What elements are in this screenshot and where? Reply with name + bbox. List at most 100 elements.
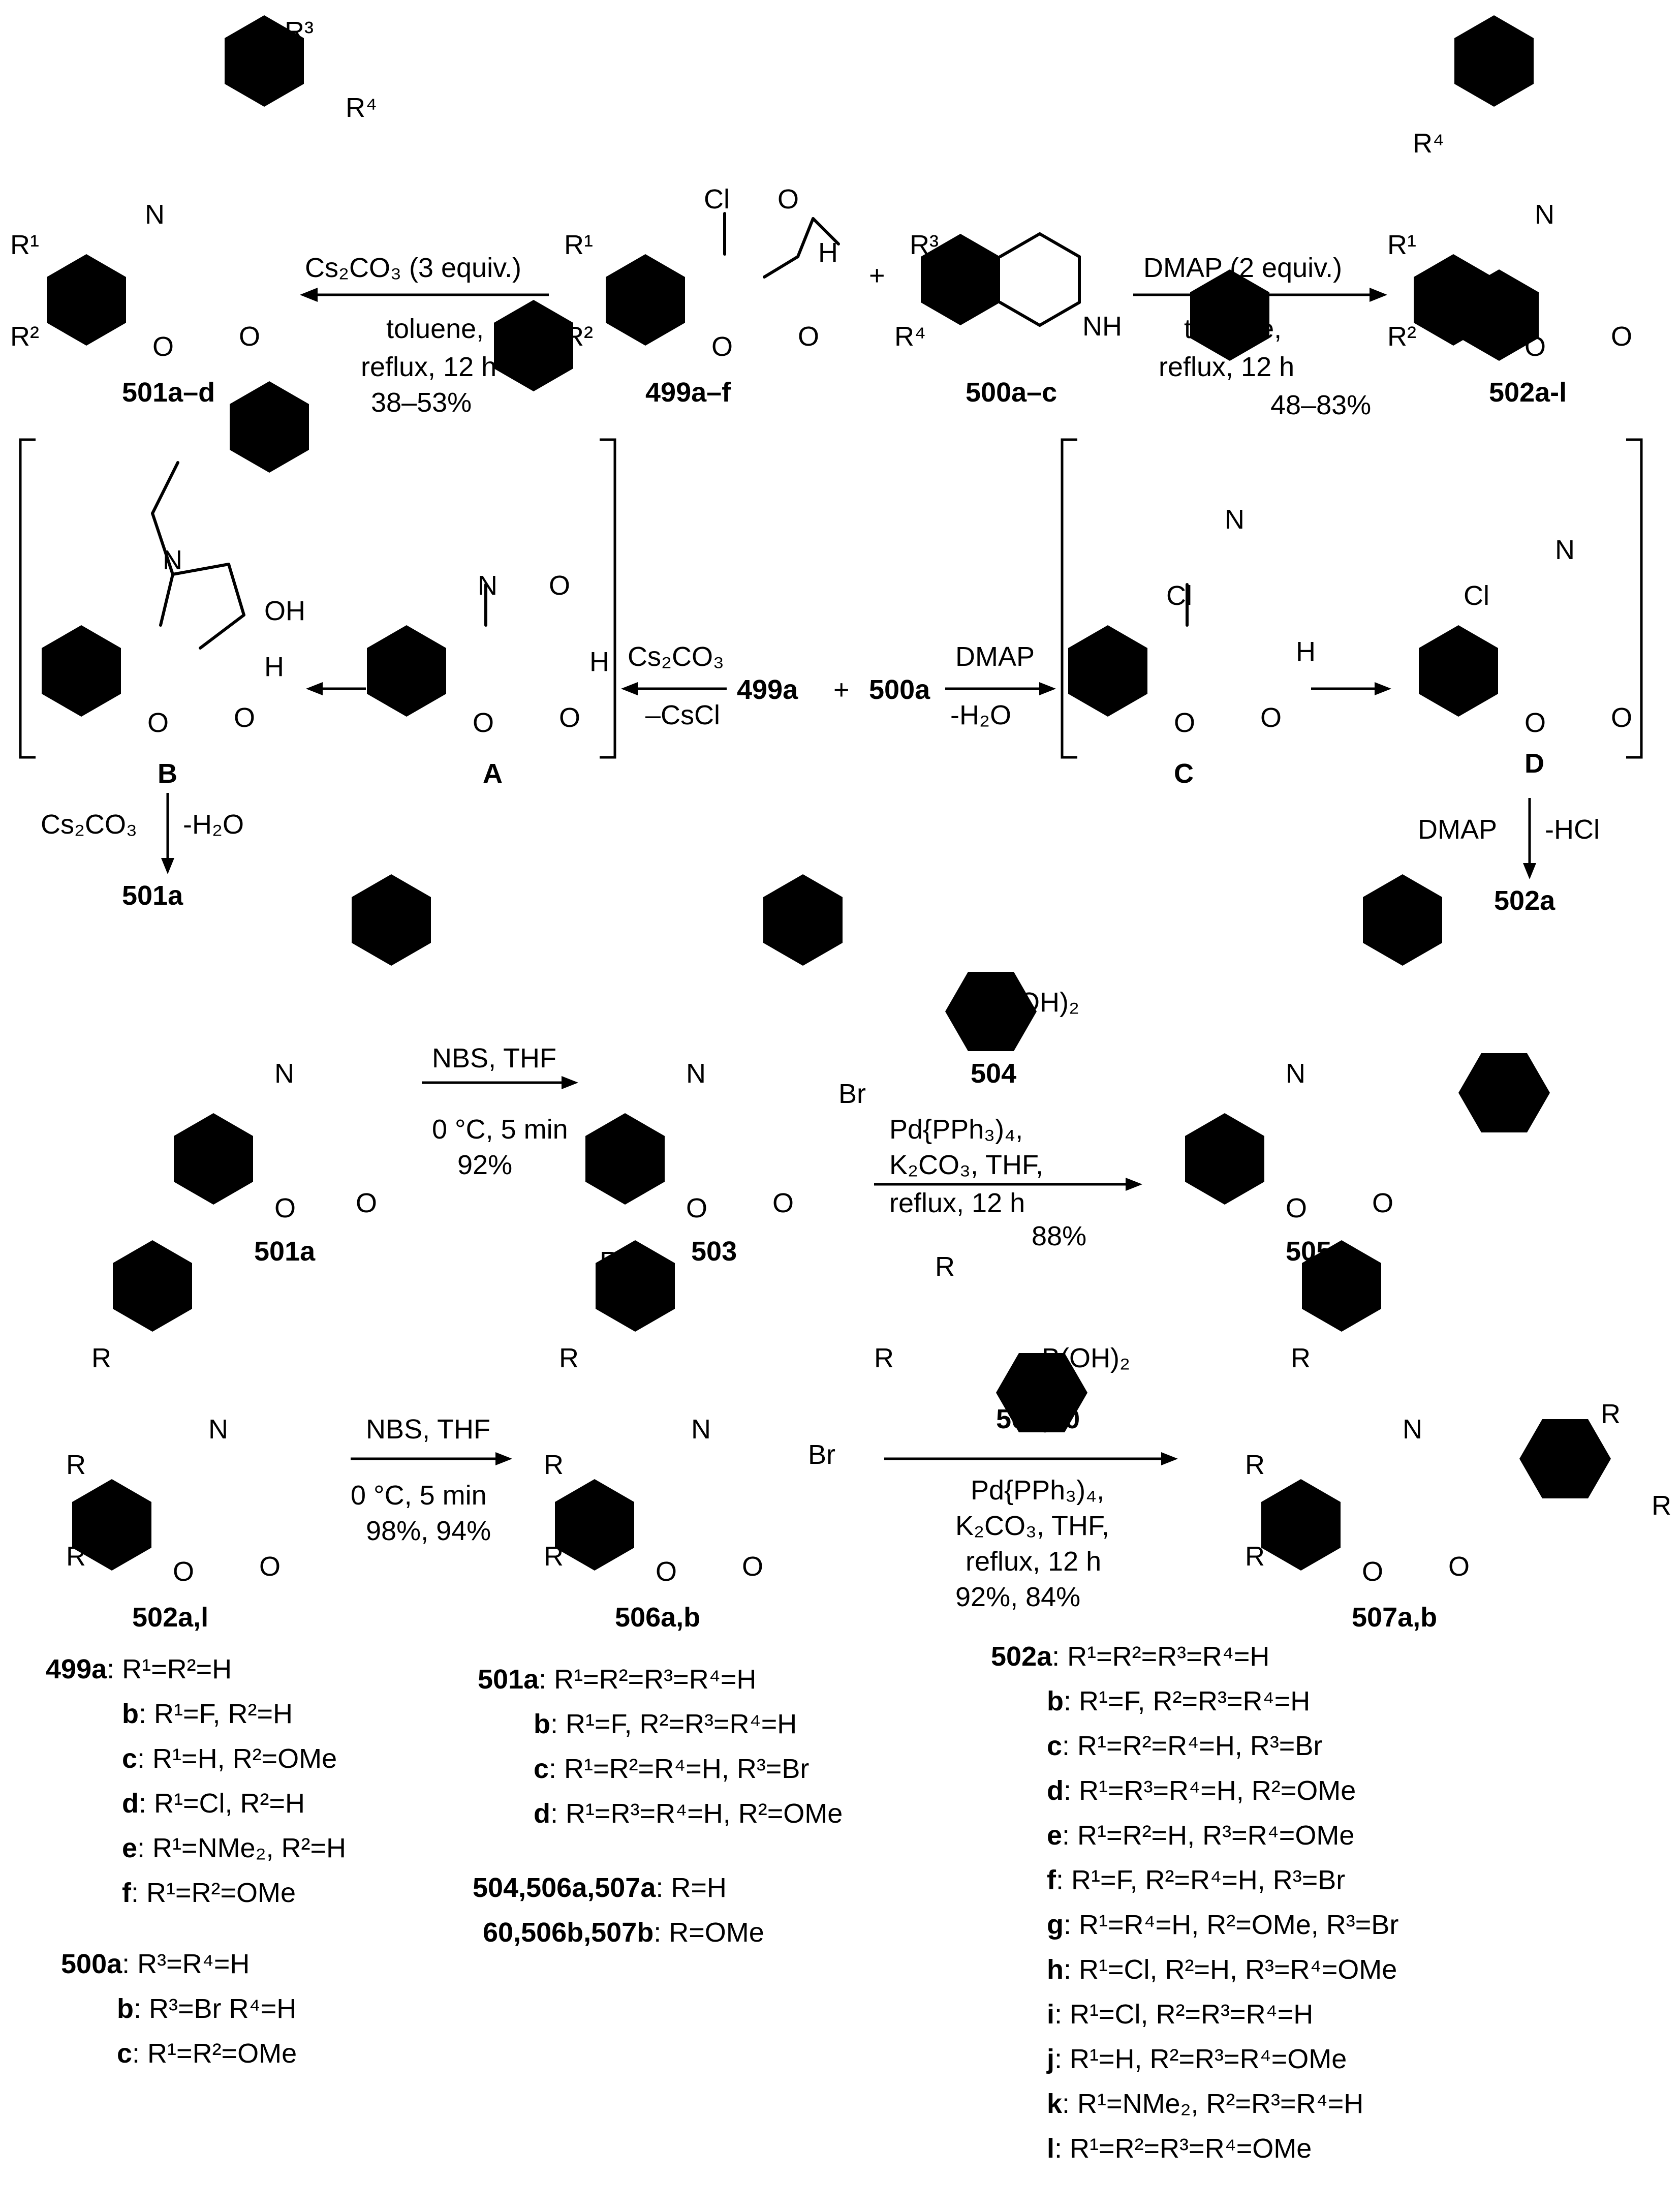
compound-B: B xyxy=(158,758,177,789)
legend-text: : R¹=F, R²=H xyxy=(139,1699,293,1729)
atom-O: O xyxy=(1286,1193,1307,1223)
cond-yield: 98%, 94% xyxy=(366,1516,491,1546)
atom-O: O xyxy=(1611,321,1632,352)
atom-O: O xyxy=(173,1556,194,1587)
legend-text: : R¹=R²=R⁴=H, R³=Br xyxy=(1062,1731,1323,1761)
atom-R: R xyxy=(1331,1251,1351,1282)
atom-O: O xyxy=(656,1556,677,1587)
cond-dmap: DMAP xyxy=(955,641,1035,672)
atom-R: R xyxy=(544,1541,564,1572)
atom-O: O xyxy=(1260,702,1282,733)
structure-500a-c xyxy=(921,232,1081,327)
compound-504: 504 xyxy=(971,1058,1016,1089)
atom-O: O xyxy=(559,702,580,733)
compound-507ab: 507a,b xyxy=(1352,1602,1437,1633)
atom-N: N xyxy=(163,545,182,575)
atom-R: R xyxy=(935,1251,955,1282)
legend-text: : R¹=R²=R³=R⁴=H xyxy=(539,1664,757,1695)
compound-D: D xyxy=(1525,748,1544,779)
atom-O: O xyxy=(772,1188,794,1218)
legend-row: b: R¹=F, R²=R³=R⁴=H xyxy=(478,1702,843,1746)
compound-501a-mech: 501a xyxy=(122,880,183,911)
legend-id: 500a xyxy=(61,1949,122,1979)
legend-row: f: R¹=F, R²=R⁴=H, R³=Br xyxy=(991,1858,1398,1902)
cond-cs2co3: Cs₂CO₃ xyxy=(628,641,724,672)
cond-dmap-2equiv: DMAP (2 equiv.) xyxy=(1143,253,1342,283)
atom-O: O xyxy=(1448,1551,1470,1582)
legend-text: : R¹=NMe₂, R²=H xyxy=(137,1833,347,1863)
legend-id: d xyxy=(122,1788,139,1819)
atom-N: N xyxy=(478,570,497,601)
structure-B xyxy=(42,381,309,717)
cond-reflux: reflux, 12 h xyxy=(361,352,496,382)
legend-text: : R¹=R²=R³=R⁴=H xyxy=(1052,1641,1270,1672)
compound-499a-f: 499a–f xyxy=(645,377,731,408)
atom-O: O xyxy=(274,1193,296,1223)
arrow-to-506 xyxy=(351,1452,512,1465)
legend-text: : R¹=NMe₂, R²=R³=R⁴=H xyxy=(1062,2089,1364,2119)
compound-501a-d: 501a–d xyxy=(122,377,215,408)
legend-text: : R³=Br R⁴=H xyxy=(134,1993,297,2024)
legend-id: b xyxy=(117,1993,134,2024)
atom-O: O xyxy=(1362,1556,1383,1587)
legend-text: : R¹=R⁴=H, R²=OMe, R³=Br xyxy=(1064,1910,1399,1940)
legend-id: e xyxy=(1047,1820,1063,1851)
atom-R4: R⁴ xyxy=(894,321,926,352)
legend-text: : R¹=F, R²=R⁴=H, R³=Br xyxy=(1055,1865,1346,1895)
legend-id: b xyxy=(1047,1686,1064,1716)
legend-row: j: R¹=H, R²=R³=R⁴=OMe xyxy=(991,2037,1398,2081)
legend-id: i xyxy=(1047,1999,1055,2030)
atom-BOH2: B(OH)₂ xyxy=(1042,1343,1130,1373)
legend-id: 499a xyxy=(46,1654,107,1684)
atom-R: R xyxy=(66,1450,86,1480)
atom-N: N xyxy=(145,199,165,230)
atom-R4: R⁴ xyxy=(346,93,377,123)
cond-nbs: NBS, THF xyxy=(366,1414,490,1445)
legend-row: b: R³=Br R⁴=H xyxy=(61,1986,297,2031)
arrow-D-to-502a xyxy=(1523,798,1536,879)
structure-501a-d xyxy=(47,15,304,346)
legend-text: : R¹=R²=H xyxy=(107,1654,232,1684)
atom-H: H xyxy=(589,647,609,677)
structure-501a-bottom xyxy=(174,874,431,1205)
legend-text: : R¹=Cl, R²=H, R³=R⁴=OMe xyxy=(1064,1954,1397,1985)
legend-id: l xyxy=(1047,2133,1055,2164)
legend-text: : R¹=R²=R⁴=H, R³=Br xyxy=(549,1754,810,1784)
legend-text: : R¹=F, R²=R³=R⁴=H xyxy=(1064,1686,1311,1716)
atom-O: O xyxy=(798,321,819,352)
atom-O: O xyxy=(742,1551,763,1582)
structure-505 xyxy=(1185,874,1550,1205)
compound-C: C xyxy=(1174,758,1194,789)
legend-id: 502a xyxy=(991,1641,1052,1672)
legend-row: 504,506a,507a: R=H xyxy=(473,1865,764,1910)
legend-text: : R¹=R²=OMe xyxy=(131,1878,296,1908)
legend-id: c xyxy=(122,1743,138,1774)
atom-H: H xyxy=(818,237,838,268)
structure-502al xyxy=(72,1240,264,1571)
legend-text: : R¹=Cl, R²=R³=R⁴=H xyxy=(1054,1999,1314,2030)
atom-Br: Br xyxy=(838,1079,866,1109)
cond-temp: 0 °C, 5 min xyxy=(432,1114,568,1145)
cond-h2o-B: -H₂O xyxy=(183,809,244,840)
atom-R3: R³ xyxy=(1458,32,1487,62)
arrow-B-to-501a xyxy=(161,793,174,874)
legend-row: 60,506b,507b: R=OMe xyxy=(473,1910,764,1955)
structure-C xyxy=(1068,269,1269,717)
legend-row: b: R¹=F, R²=H xyxy=(46,1692,346,1736)
legend-id: d xyxy=(534,1798,550,1829)
cond-cs2co3-3equiv: Cs₂CO₃ (3 equiv.) xyxy=(305,253,521,283)
arrow-to-507 xyxy=(884,1452,1178,1465)
arrow-to-501 xyxy=(300,288,549,302)
atom-Cl: Cl xyxy=(1166,580,1192,611)
legend-row: c: R¹=H, R²=OMe xyxy=(46,1736,346,1781)
atom-O: O xyxy=(473,708,494,738)
compound-506ab: 506a,b xyxy=(615,1602,700,1633)
compound-500a: 500a xyxy=(869,674,930,705)
plus-sign: + xyxy=(869,260,885,291)
cond-hcl-D: -HCl xyxy=(1545,814,1600,845)
arrow-C-to-D xyxy=(1311,682,1391,695)
atom-R: R xyxy=(66,1541,86,1572)
atom-N: N xyxy=(686,1058,706,1089)
legend-row: c: R¹=R²=R⁴=H, R³=Br xyxy=(478,1746,843,1791)
